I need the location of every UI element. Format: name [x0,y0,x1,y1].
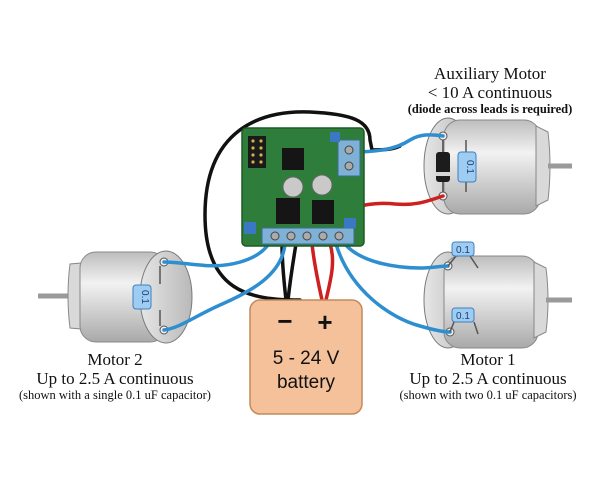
motor-1 [423,251,572,349]
board-chip-driver-a [276,198,300,224]
motor-1-label: Motor 1 Up to 2.5 A continuous (shown wi… [376,350,600,403]
battery-label: battery [277,372,336,393]
capacitor-motor2-label: 0.1 [139,290,150,304]
board-header-pins [248,136,266,168]
diode-band [436,172,450,176]
motor-2-title: Motor 2 [87,350,143,369]
board-capacitor-b [311,174,333,196]
motor-2-note: (shown with a single 0.1 uF capacitor) [19,388,211,402]
aux-motor-collar [535,125,551,207]
motor-1-note: (shown with two 0.1 uF capacitors) [399,388,577,402]
capacitor-motor1-bottom-label: 0.1 [456,311,470,322]
capacitor-motor1-top-body [451,241,475,257]
capacitor-aux: 0.1 [457,140,477,192]
capacitor-motor1-top-label: 0.1 [456,245,470,256]
wire-black-battery [286,242,298,302]
capacitor-motor2-body [132,284,152,310]
motor-2-label: Motor 2 Up to 2.5 A continuous (shown wi… [0,350,230,403]
board-chip-mcu [282,148,304,170]
battery-positive: + [317,307,332,337]
motor-1-body [443,255,539,349]
battery-voltage: 5 - 24 V [273,348,340,369]
board-aux-terminal [337,139,361,177]
controller-board [241,127,365,247]
board-capacitor-a [282,176,304,198]
wire-blue-aux [348,133,445,154]
motor-2 [38,250,193,344]
battery-negative: − [277,306,292,336]
aux-motor-title: Auxiliary Motor [434,64,546,83]
aux-motor-rating: < 10 A continuous [427,83,553,102]
board-pot-a [330,132,340,142]
wire-blue-motor1-a [343,242,450,270]
motor-2-rating: Up to 2.5 A continuous [36,369,194,388]
aux-motor-note: (diode across leads is required) [407,102,573,116]
capacitor-motor1-bottom: 0.1 [449,307,479,335]
wire-blue-motor2-b [162,242,287,332]
capacitor-motor1-bottom-body [451,307,475,323]
board-chip-driver-b [312,200,334,224]
motor-1-collar [533,261,549,339]
wire-blue-motor1-b [334,242,452,334]
motor-1-title: Motor 1 [460,350,516,369]
diode-body [436,152,450,182]
wire-blue-motor2-a [162,240,272,268]
aux-motor-label: Auxiliary Motor < 10 A continuous (diode… [380,64,600,117]
board-pot-b [244,222,256,234]
board-pot-c [344,218,356,228]
capacitor-motor1-top: 0.1 [447,241,479,269]
motor-1-rating: Up to 2.5 A continuous [409,369,567,388]
battery: − + 5 - 24 V battery [249,299,363,415]
wire-red-battery [324,242,335,302]
wires [162,110,452,334]
capacitor-aux-label: 0.1 [464,160,475,174]
capacitor-aux-body [457,151,477,183]
capacitor-motor2: 0.1 [132,266,161,326]
aux-motor [423,117,572,215]
battery-body [249,299,363,415]
